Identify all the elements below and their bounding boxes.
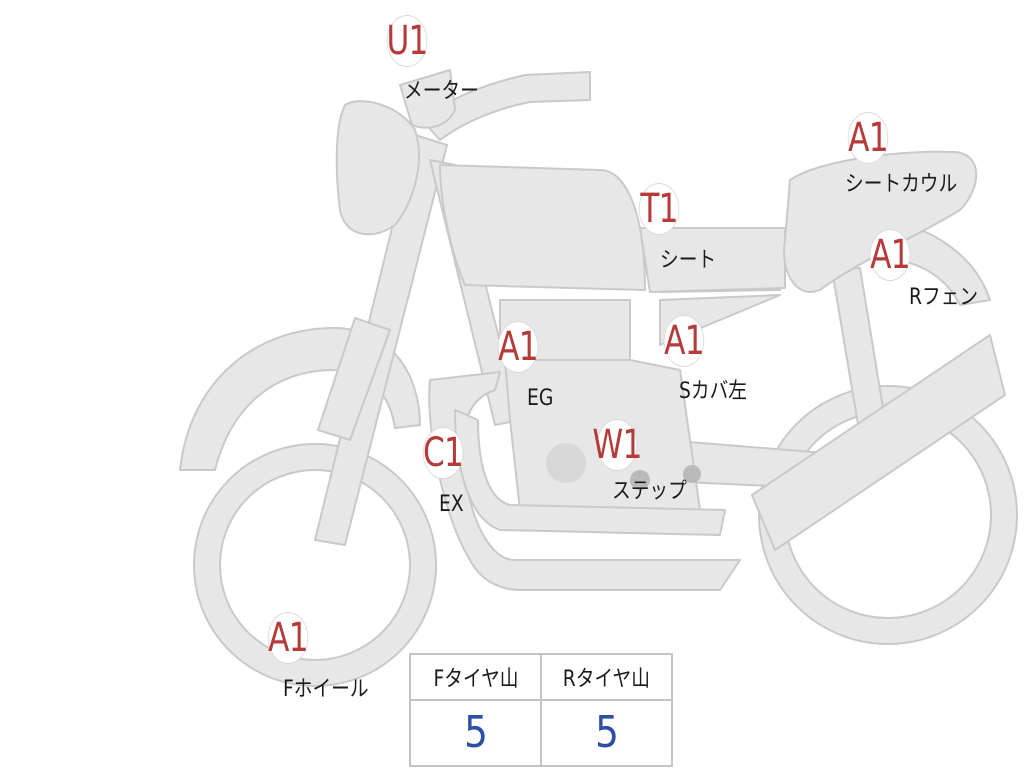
side-cover-left-badge[interactable]: A1 bbox=[663, 315, 705, 367]
front-tire-value[interactable]: 5 bbox=[409, 698, 542, 768]
seat-shape bbox=[639, 227, 786, 293]
rear-tire-value[interactable]: 5 bbox=[540, 698, 673, 768]
meter-label: メーター bbox=[404, 79, 479, 104]
step-label: ステップ bbox=[612, 479, 687, 504]
front-wheel-label: Fホイール bbox=[283, 677, 369, 702]
meter-badge[interactable]: U1 bbox=[386, 15, 428, 67]
headlight-shape bbox=[335, 100, 420, 236]
engine-badge[interactable]: A1 bbox=[497, 321, 539, 373]
front-tire-header: Fタイヤ山 bbox=[409, 653, 542, 701]
r-fender-label: Rフェン bbox=[909, 285, 979, 310]
front-wheel-badge[interactable]: A1 bbox=[267, 612, 309, 664]
muffler-shape bbox=[751, 334, 1006, 551]
side-cover-left-label: Sカバ左 bbox=[679, 379, 747, 404]
fuel-tank-shape bbox=[439, 164, 646, 291]
r-fender-badge[interactable]: A1 bbox=[869, 229, 911, 281]
seat-cowl-label: シートカウル bbox=[845, 172, 958, 197]
step-badge[interactable]: W1 bbox=[592, 419, 642, 471]
seat-label: シート bbox=[660, 248, 717, 273]
exhaust-label: EX bbox=[439, 492, 464, 517]
seat-badge[interactable]: T1 bbox=[638, 183, 680, 235]
engine-label: EG bbox=[527, 386, 554, 411]
tire-tread-table: Fタイヤ山 Rタイヤ山 5 5 bbox=[409, 653, 673, 768]
meter-shape bbox=[399, 69, 456, 129]
exhaust-badge[interactable]: C1 bbox=[422, 427, 464, 479]
rear-tire-header: Rタイヤ山 bbox=[540, 653, 673, 701]
seat-cowl-badge[interactable]: A1 bbox=[847, 112, 889, 164]
